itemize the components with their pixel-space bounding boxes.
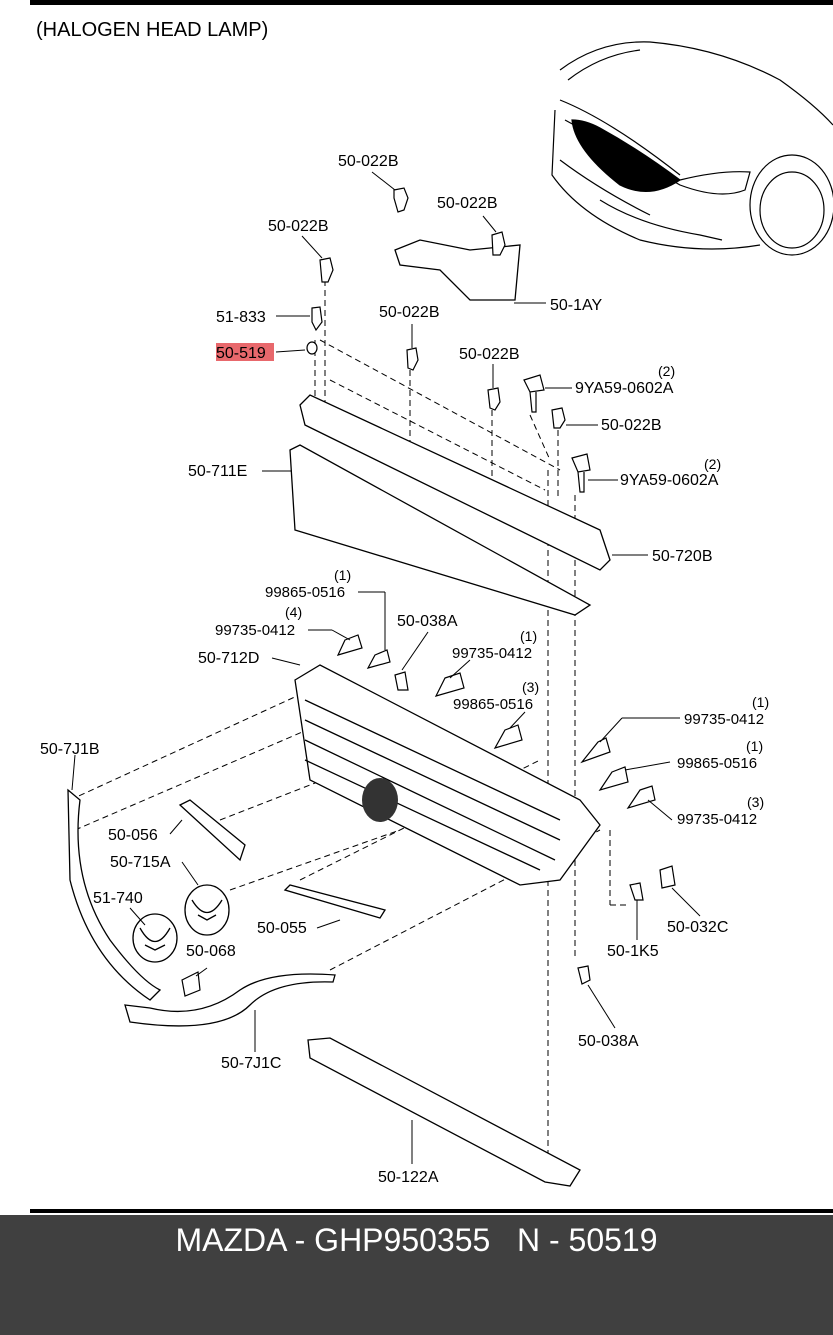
parts-diagram: (HALOGEN HEAD LAMP): [30, 0, 833, 1213]
label-50-711e: 50-711E: [188, 463, 247, 480]
label-50-715a: 50-715A: [110, 854, 171, 871]
footer-caption: MAZDA - GHP950355 N - 50519: [175, 1222, 658, 1258]
label-51-740: 51-740: [93, 890, 143, 907]
clips-bolts: [181, 187, 676, 997]
qty-99865-0516: (1): [334, 567, 351, 583]
label-50-022b: 50-022B: [338, 153, 399, 170]
label-9ya59-0602a: 9YA59-0602A: [620, 472, 719, 489]
label-50-1k5: 50-1K5: [607, 943, 659, 960]
label-50-7j1b: 50-7J1B: [40, 741, 100, 758]
qty-9ya59-0602a: (2): [658, 363, 675, 379]
top-border: [30, 0, 833, 5]
upper-parts: [67, 239, 611, 1187]
label-99735-0412: 99735-0412: [684, 711, 764, 728]
label-50-720b: 50-720B: [652, 548, 713, 565]
qty-99735-0412: (1): [520, 628, 537, 644]
label-50-038a: 50-038A: [397, 613, 458, 630]
label-99865-0516: 99865-0516: [677, 755, 757, 772]
qty-99735-0412: (3): [747, 794, 764, 810]
label-50-1ay: 50-1AY: [550, 297, 603, 314]
label-50-122a: 50-122A: [378, 1169, 439, 1186]
label-50-068: 50-068: [186, 943, 236, 960]
label-50-038a: 50-038A: [578, 1033, 639, 1050]
part-labels: 50-022B 50-022B 50-022B 50-022B 50-022B …: [40, 153, 769, 1186]
qty-99865-0516: (1): [746, 738, 763, 754]
bottom-border: [30, 1209, 833, 1213]
label-50-022b: 50-022B: [268, 218, 329, 235]
highlight-50-519: [216, 343, 274, 361]
diagram-title: (HALOGEN HEAD LAMP): [36, 19, 268, 41]
label-9ya59-0602a: 9YA59-0602A: [575, 380, 674, 397]
label-50-022b: 50-022B: [601, 417, 662, 434]
label-50-022b: 50-022B: [437, 195, 498, 212]
label-50-055: 50-055: [257, 920, 307, 937]
leader-lines: [71, 171, 701, 1164]
label-99865-0516: 99865-0516: [453, 696, 533, 713]
label-51-833: 51-833: [216, 309, 266, 326]
label-99735-0412: 99735-0412: [677, 811, 757, 828]
emblems: [132, 884, 230, 963]
label-50-032c: 50-032C: [667, 919, 728, 936]
footer-bar: [0, 1215, 833, 1335]
label-50-022b: 50-022B: [459, 346, 520, 363]
label-99735-0412: 99735-0412: [215, 622, 295, 639]
label-50-7j1c: 50-7J1C: [221, 1055, 281, 1072]
qty-9ya59-0602a: (2): [704, 456, 721, 472]
label-99735-0412: 99735-0412: [452, 645, 532, 662]
qty-99735-0412: (4): [285, 604, 302, 620]
label-50-056: 50-056: [108, 827, 158, 844]
grille-fill: [362, 778, 398, 822]
car-front-illustration: [551, 41, 833, 256]
label-50-022b: 50-022B: [379, 304, 440, 321]
label-50-712d: 50-712D: [198, 650, 259, 667]
label-99865-0516: 99865-0516: [265, 584, 345, 601]
qty-99865-0516: (3): [522, 679, 539, 695]
label-50-519: 50-519: [216, 345, 266, 362]
qty-99735-0412: (1): [752, 694, 769, 710]
